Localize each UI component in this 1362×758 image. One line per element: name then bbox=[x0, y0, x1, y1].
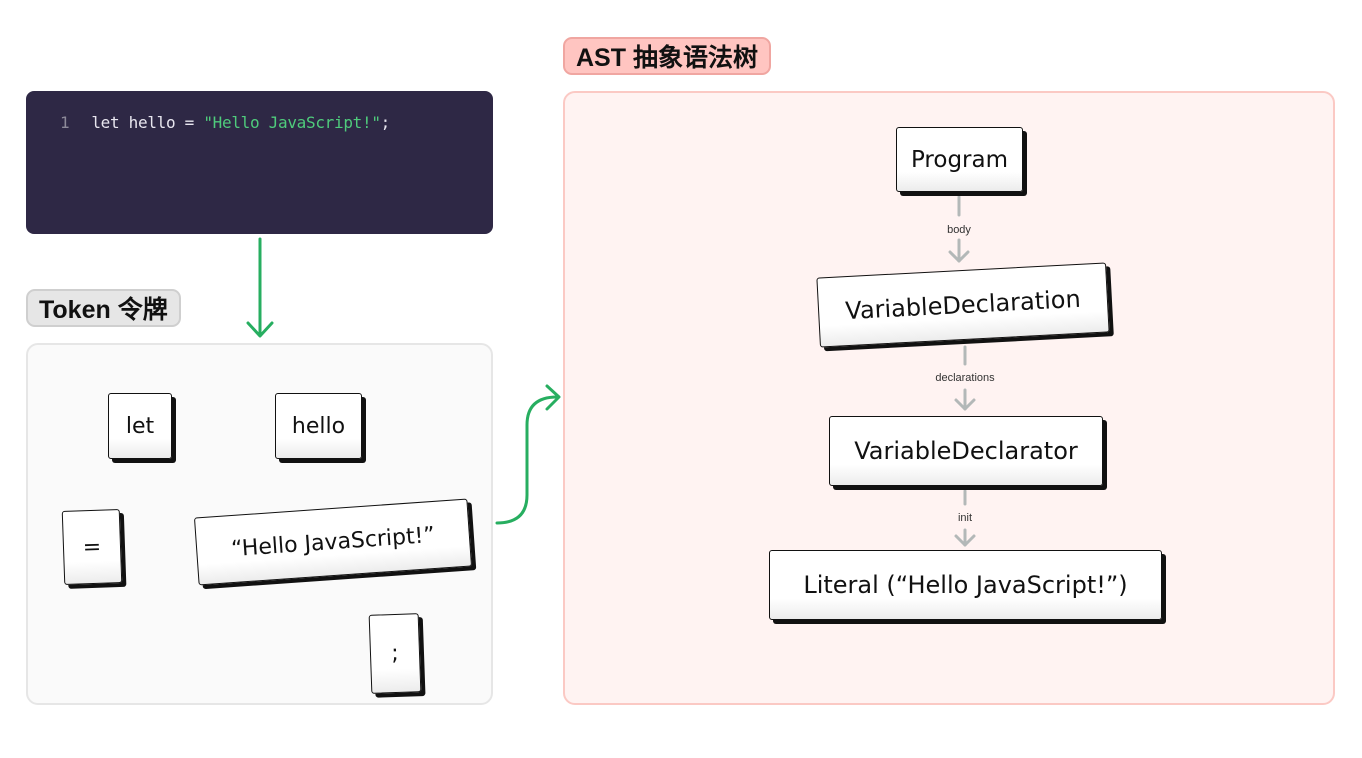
edge-label-declarations: declarations bbox=[935, 372, 995, 384]
token-card: = bbox=[61, 509, 123, 585]
flow-arrow-right bbox=[495, 384, 561, 525]
edge-label-body: body bbox=[947, 224, 971, 236]
code-line: 1 let hello = "Hello JavaScript!"; bbox=[60, 113, 390, 132]
code-string: "Hello JavaScript!" bbox=[203, 113, 381, 132]
ast-node-variable-declarator: VariableDeclarator bbox=[829, 416, 1103, 486]
code-end: ; bbox=[380, 113, 391, 132]
ast-node-program: Program bbox=[896, 127, 1023, 192]
ast-section-title: AST 抽象语法树 bbox=[563, 37, 771, 75]
edge-label-init: init bbox=[957, 512, 973, 524]
ast-node-literal: Literal (“Hello JavaScript!”) bbox=[769, 550, 1162, 620]
token-card: hello bbox=[275, 393, 362, 459]
token-card: let bbox=[108, 393, 172, 459]
token-card: ; bbox=[368, 613, 422, 694]
code-keyword: let hello = bbox=[91, 113, 204, 132]
flow-arrow-down bbox=[246, 237, 274, 338]
token-section-title: Token 令牌 bbox=[26, 289, 181, 327]
code-editor: 1 let hello = "Hello JavaScript!"; bbox=[26, 91, 493, 234]
line-number: 1 bbox=[60, 113, 70, 132]
